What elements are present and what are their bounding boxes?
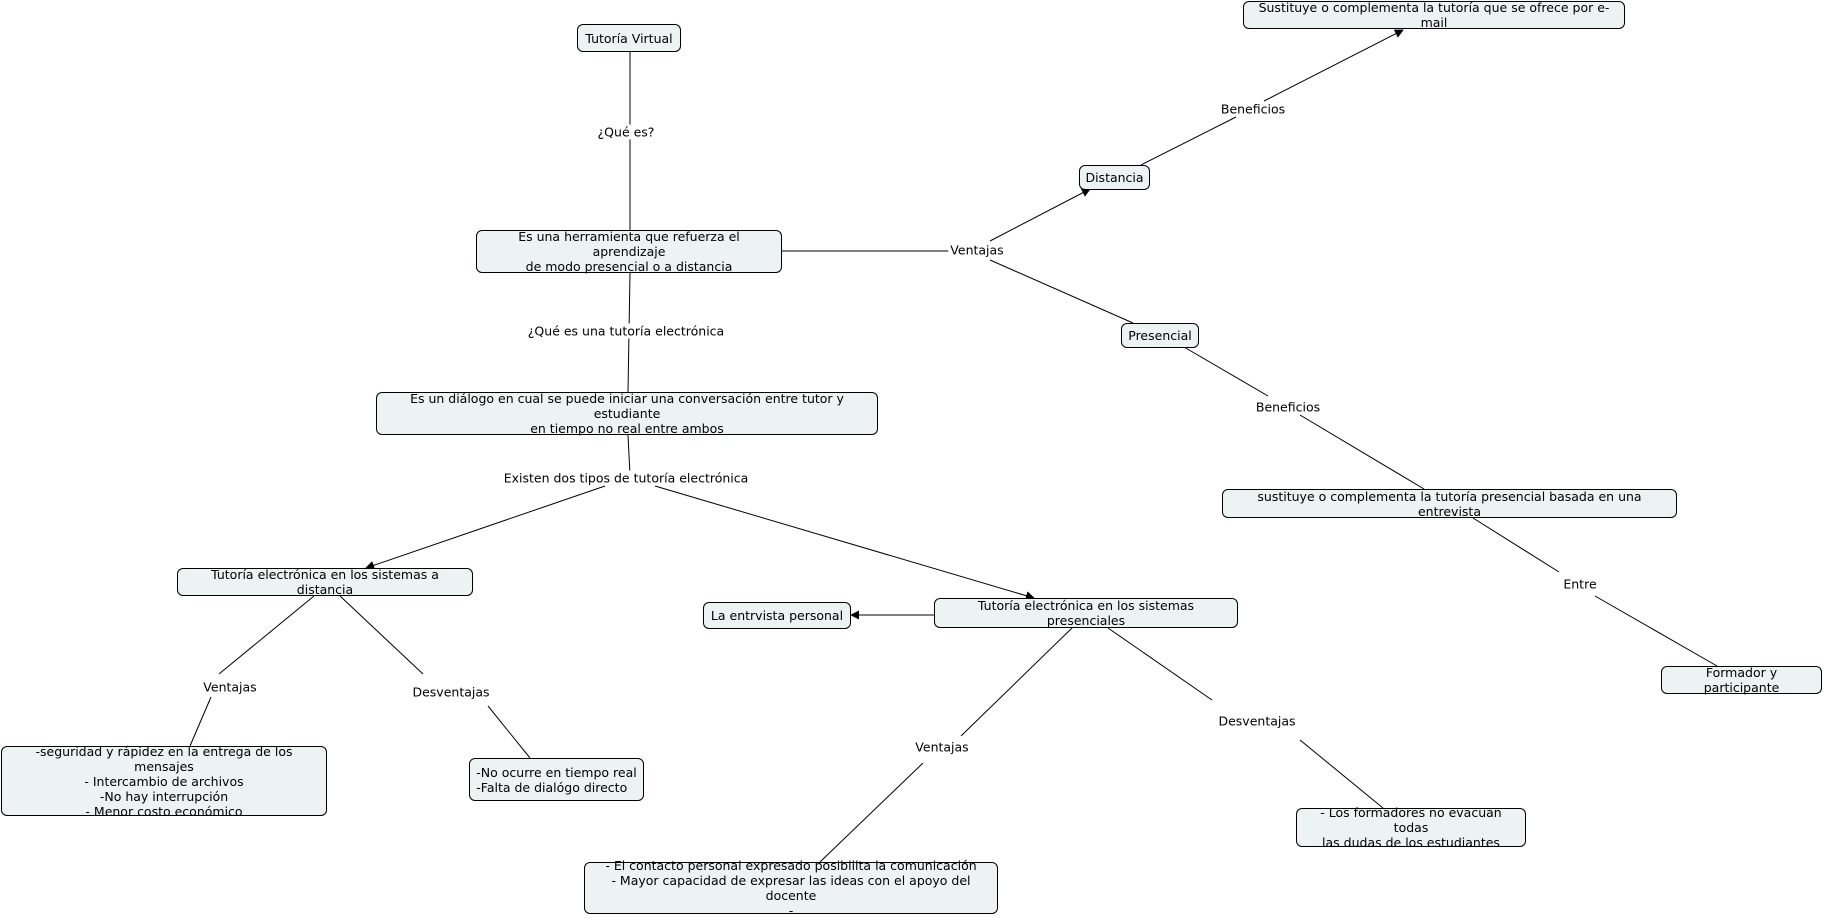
link-label-desventajas-distancia: Desventajas: [410, 684, 492, 700]
node-sustituye-email[interactable]: Sustituye o complementa la tutoría que s…: [1243, 0, 1625, 30]
link-label-ventajas-presencial: Ventajas: [913, 739, 971, 755]
node-ventajas-distancia[interactable]: -seguridad y rápidez en la entrega de lo…: [1, 744, 327, 819]
node-formador[interactable]: Formador y participante: [1661, 665, 1822, 695]
link-line: [1107, 627, 1213, 701]
node-distancia[interactable]: Distancia: [1079, 165, 1150, 190]
node-dialogo[interactable]: Es un diálogo en cual se puede iniciar u…: [376, 391, 878, 436]
node-tutoria-virtual[interactable]: Tutoría Virtual: [577, 24, 681, 52]
link-line: [1299, 414, 1425, 490]
link-label-que-es-tutoria: ¿Qué es una tutoría electrónica: [525, 323, 727, 339]
node-presencial[interactable]: Presencial: [1121, 323, 1199, 348]
link-line: [1594, 595, 1718, 667]
node-desventajas-distancia[interactable]: -No ocurre en tiempo real -Falta de dial…: [469, 758, 644, 801]
link-line: [989, 188, 1091, 242]
node-desventajas-presencial[interactable]: - Los formadores no evacuan todas las du…: [1296, 805, 1526, 850]
node-herramienta[interactable]: Es una herramienta que refuerza el apren…: [476, 229, 782, 274]
link-line: [819, 762, 924, 863]
link-label-beneficios-distancia: Beneficios: [1218, 101, 1288, 117]
link-line: [365, 485, 606, 570]
node-sistemas-distancia[interactable]: Tutoría electrónica en los sistemas a di…: [177, 567, 473, 597]
link-line: [989, 259, 1134, 324]
link-line: [339, 595, 424, 675]
link-line: [1263, 29, 1404, 102]
link-line: [218, 595, 315, 675]
link-line: [1140, 116, 1237, 166]
node-sistemas-presenciales[interactable]: Tutoría electrónica en los sistemas pres…: [934, 598, 1238, 628]
node-ventajas-presencial[interactable]: - El contacto personal expresado posibil…: [584, 858, 998, 918]
node-sustituye-presencial[interactable]: sustituye o complementa la tutoría prese…: [1222, 489, 1677, 519]
link-line: [627, 434, 631, 476]
link-line: [1299, 739, 1384, 809]
link-label-entre: Entre: [1561, 576, 1599, 592]
link-line: [487, 705, 531, 759]
link-label-desventajas-presencial: Desventajas: [1216, 713, 1298, 729]
link-label-beneficios-presencial: Beneficios: [1253, 399, 1323, 415]
link-line: [960, 627, 1073, 737]
link-label-ventajas-distancia: Ventajas: [201, 679, 259, 695]
link-line: [1472, 517, 1560, 573]
link-line: [1183, 346, 1269, 397]
link-label-existen-dos: Existen dos tipos de tutoría electrónica: [501, 470, 751, 486]
link-label-que-es: ¿Qué es?: [595, 124, 657, 140]
node-entrevista-personal[interactable]: La entrvista personal: [703, 602, 851, 629]
link-line: [189, 696, 212, 747]
link-line: [654, 485, 1035, 601]
link-label-ventajas-main: Ventajas: [948, 242, 1006, 258]
